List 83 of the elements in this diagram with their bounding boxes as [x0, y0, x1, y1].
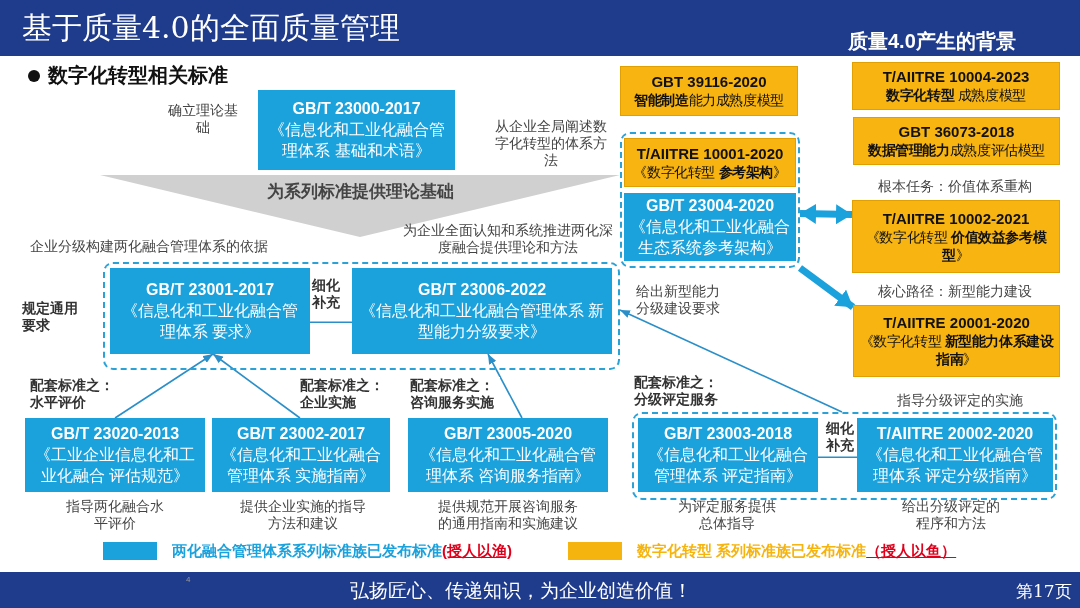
standard-code: T/AIITRE 10004-2023 [882, 68, 1030, 86]
standard-title: 《数字化转型 新型能力体系建设指南》 [858, 332, 1055, 368]
legend-text: 两化融合管理体系系列标准族已发布标准(授人以渔) [172, 542, 512, 561]
standard-title: 《数字化转型 价值效益参考模型》 [864, 227, 1048, 264]
standard-title: 《信息化和工业化融合管理体系 评定分级指南》 [866, 445, 1044, 486]
standard-title: 《信息化和工业化融合管理体系 基础和术语》 [267, 120, 446, 161]
standard-box [852, 200, 1060, 273]
dashed-group-frame [620, 132, 800, 268]
connector-line [309, 321, 353, 323]
standard-code: GB/T 23001-2017 [145, 280, 275, 300]
standard-title: 《信息化和工业化融合管理体系 要求》 [121, 301, 299, 342]
standard-title: 《信息化和工业化融合管理体系 咨询服务指南》 [419, 445, 597, 486]
arrow [114, 353, 214, 419]
standard-title: 数字化转型 成熟度模型 [886, 86, 1026, 104]
standard-code: GB/T 23003-2018 [663, 424, 793, 444]
annotation-text: 为评定服务提供总体指导 [677, 498, 777, 532]
standard-code: GBT 36073-2018 [898, 123, 1015, 141]
standard-code: GB/T 23005-2020 [443, 424, 573, 444]
legend-text: 数字化转型 系列标准族已发布标准（授人以鱼） [637, 542, 957, 561]
standard-code: GB/T 23000-2017 [292, 99, 421, 119]
standard-box [258, 90, 455, 170]
standard-code: GB/T 23002-2017 [236, 424, 366, 444]
edge-label: 细化补充 [312, 277, 344, 311]
standard-code: T/AIITRE 10001-2020 [636, 144, 784, 163]
annotation-text: 提供企业实施的指导方法和建议 [238, 498, 367, 532]
standard-code: T/AIITRE 10002-2021 [882, 209, 1030, 228]
standard-box [857, 418, 1053, 492]
standard-box [852, 62, 1060, 110]
annotation-text: 给出分级评定的程序和方法 [901, 498, 1001, 532]
standard-title: 《数字化转型 参考架构》 [633, 162, 787, 181]
standard-box [110, 268, 310, 354]
standard-title: 《信息化和工业化融合生态系统参考架构》 [630, 217, 790, 258]
standard-title: 《工业企业信息化和工业化融合 评估规范》 [34, 445, 196, 486]
standard-title: 智能制造能力成熟度模型 [634, 91, 784, 109]
annotation-text: 给出新型能力分级建设要求 [635, 283, 721, 317]
annotation-text: 根本任务：价值体系重构 [877, 178, 1033, 195]
arrow [619, 309, 843, 413]
standard-title: 《信息化和工业化融合管理体系 实施指南》 [220, 445, 382, 486]
standard-title: 数据管理能力成熟度评估模型 [868, 141, 1045, 159]
edge-label: 配套标准之：咨询服务实施 [410, 377, 500, 411]
standard-code: GBT 39116-2020 [651, 73, 767, 91]
page-number: 第17页 [1016, 580, 1072, 603]
annotation-text: 确立理论基础 [168, 102, 238, 136]
standard-box [408, 418, 608, 492]
standard-box [352, 268, 612, 354]
annotation-text: 从企业全局阐述数字化转型的体系方法 [494, 118, 608, 169]
standard-box [624, 138, 796, 187]
standard-code: GB/T 23006-2022 [417, 280, 547, 300]
annotation-text: 提供规范开展咨询服务的通用指南和实施建议 [437, 498, 579, 532]
standard-box [853, 305, 1060, 377]
arrow [487, 353, 523, 419]
block-arrow [799, 203, 853, 225]
annotation-text: 企业分级构建两化融合管理体系的依据 [30, 238, 268, 255]
annotation-text: 指导分级评定的实施 [896, 392, 1024, 409]
arrow [212, 353, 301, 419]
standard-code: T/AIITRE 20001-2020 [883, 314, 1030, 332]
standard-title: 《信息化和工业化融合管理体系 评定指南》 [647, 445, 809, 486]
annotation-text: 规定通用要求 [22, 300, 79, 334]
standard-code: GB/T 23004-2020 [645, 196, 775, 216]
connector-line [817, 456, 858, 459]
section-heading: 数字化转型相关标准 [48, 63, 228, 88]
standard-box [853, 117, 1060, 165]
dashed-group-frame [632, 412, 1057, 500]
section-heading: 质量4.0产生的背景 [848, 29, 1016, 54]
annotation-text: 为企业全面认知和系统推进两化深度融合提供理论和方法 [402, 222, 614, 256]
standard-title: 《信息化和工业化融合管理体系 新型能力分级要求》 [358, 301, 606, 342]
band-label: 为系列标准提供理论基础 [265, 181, 455, 203]
standard-box [212, 418, 390, 492]
standard-box [638, 418, 818, 492]
annotation-text: 指导两化融合水平评价 [65, 498, 165, 532]
dashed-group-frame [103, 262, 620, 370]
slide-title: 基于质量4.0的全面质量管理 [22, 9, 400, 47]
standard-code: GB/T 23020-2013 [50, 424, 180, 444]
edge-label: 细化补充 [826, 420, 856, 454]
chevron-band [100, 175, 620, 237]
slogan-text: 弘扬匠心、传递知识，为企业创造价值！ [350, 578, 692, 603]
standard-box [620, 66, 798, 116]
standard-box [624, 193, 796, 261]
standard-box [25, 418, 205, 492]
page-mark: 4 [186, 575, 191, 584]
annotation-text: 核心路径：新型能力建设 [877, 283, 1033, 300]
block-arrow [797, 265, 856, 310]
standard-code: T/AIITRE 20002-2020 [876, 424, 1034, 444]
